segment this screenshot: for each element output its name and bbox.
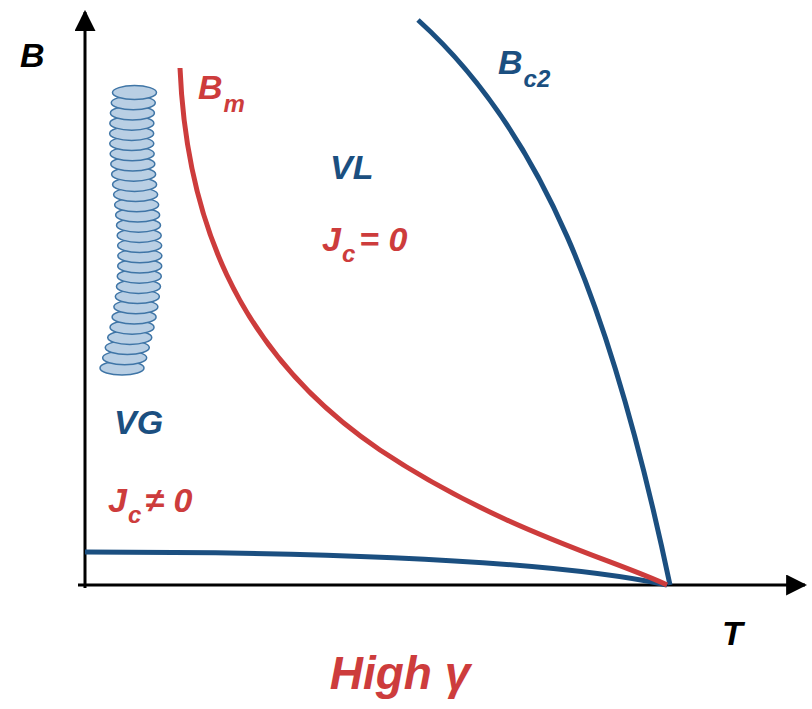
x-axis [78, 584, 805, 587]
bc2-curve [418, 20, 670, 585]
region-text: = 0 [359, 222, 407, 256]
vortex-disc [112, 86, 156, 100]
region-text: ≠ 0 [145, 483, 192, 517]
region-text: J [322, 222, 341, 256]
y-axis [84, 12, 87, 588]
region-text: J [108, 483, 127, 517]
curve-subscript: c2 [524, 67, 551, 91]
curve-label: B [198, 70, 223, 104]
curve-subscript: m [224, 92, 245, 116]
bc1-curve [85, 552, 667, 585]
axis-label: T [722, 616, 743, 650]
axis-label: B [20, 38, 45, 72]
curve-label: B [498, 45, 523, 79]
region-subscript: c [342, 242, 355, 266]
region-label: VG [114, 405, 163, 439]
region-subscript: c [128, 503, 141, 527]
region-label: VL [330, 150, 373, 184]
caption: High γ [330, 650, 471, 696]
melting-curve [180, 68, 667, 585]
pancake-vortex [100, 86, 162, 375]
